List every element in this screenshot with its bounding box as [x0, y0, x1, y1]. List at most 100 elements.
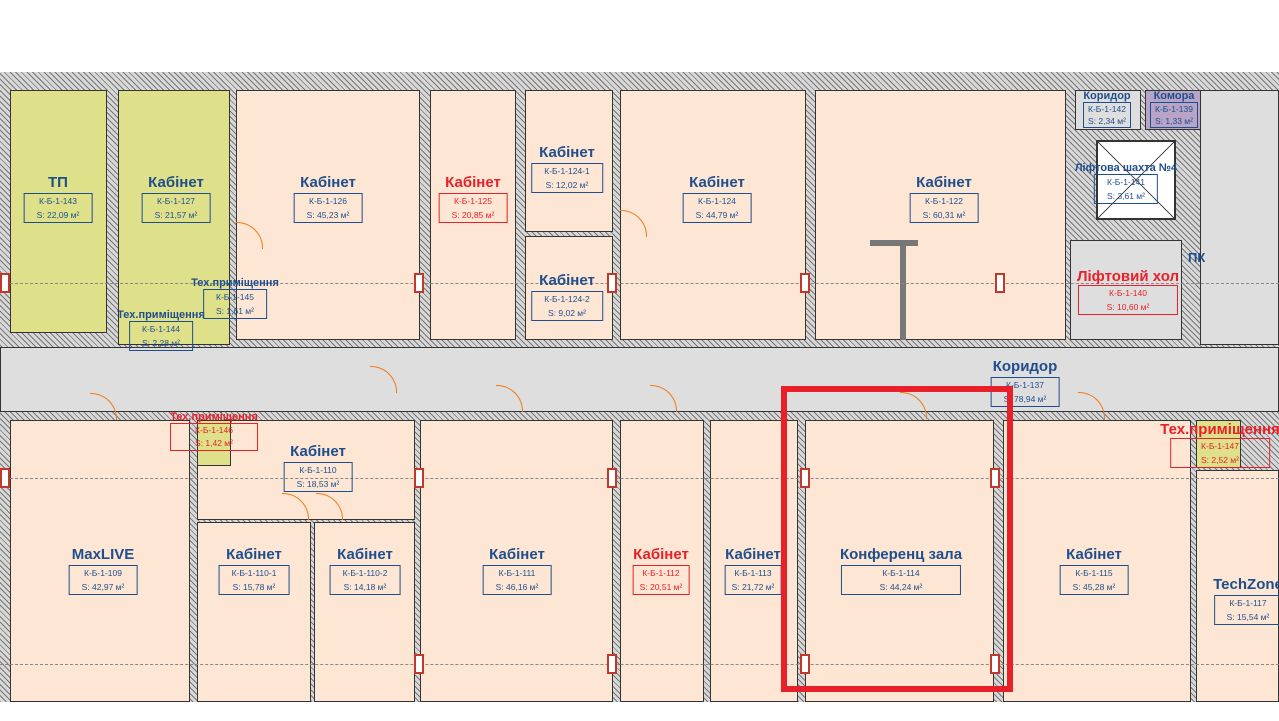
room-name: Кабінет	[539, 272, 595, 289]
room-name: Кабінет	[300, 174, 356, 191]
room-code: К-Б-1-109	[84, 568, 122, 578]
room-117[interactable]	[1196, 470, 1279, 702]
room-area: S: 45,23 м²	[306, 210, 350, 220]
room-146[interactable]	[197, 420, 231, 466]
room-area: S: 1,42 м²	[195, 438, 233, 448]
room-code: К-Б-1-146	[195, 425, 233, 435]
room-code: К-Б-1-124	[698, 196, 736, 206]
column	[414, 468, 424, 488]
room-area: S: 18,53 м²	[296, 479, 340, 489]
room-143[interactable]	[10, 90, 107, 333]
column	[995, 273, 1005, 293]
room-area: S: 22,09 м²	[36, 210, 80, 220]
room-110-2[interactable]	[314, 522, 415, 702]
room-area: S: 2,34 м²	[1088, 116, 1126, 126]
room-area: S: 21,72 м²	[731, 582, 775, 592]
room-name: Кабінет	[725, 546, 781, 563]
room-name: Кабінет	[689, 174, 745, 191]
room-area: S: 20,51 м²	[639, 582, 683, 592]
room-code: К-Б-1-145	[216, 292, 254, 302]
room-code: К-Б-1-114	[882, 568, 920, 578]
room-area: S: 10,60 м²	[1106, 302, 1150, 312]
partition	[900, 246, 906, 340]
room-141-elevator-shaft	[1096, 140, 1176, 220]
room-147[interactable]	[1196, 420, 1241, 468]
room-127[interactable]	[118, 90, 230, 345]
fire-hydrant-label: ПК	[1188, 250, 1206, 265]
column	[607, 273, 617, 293]
room-140[interactable]	[1070, 240, 1182, 340]
room-name: MaxLIVE	[71, 546, 135, 563]
room-code: К-Б-1-117	[1229, 598, 1267, 608]
room-110-1[interactable]	[197, 522, 311, 702]
room-code: К-Б-1-139	[1155, 104, 1193, 114]
column	[990, 654, 1000, 674]
room-name: Кабінет	[148, 174, 204, 191]
room-name: Тех.приміщення	[1160, 421, 1279, 438]
room-area: S: 2,52 м²	[1201, 455, 1239, 465]
room-label-141: Ліфтова шахта №4 К-Б-1-141 S: 3,61 м²	[1075, 162, 1177, 204]
room-name: Ліфтова шахта №4	[1074, 162, 1178, 174]
room-111[interactable]	[420, 420, 613, 702]
room-area: S: 1,33 м²	[1155, 116, 1193, 126]
room-area: S: 44,24 м²	[879, 582, 923, 592]
room-115[interactable]	[1003, 420, 1191, 702]
partition	[870, 240, 918, 246]
room-name: Кабінет	[226, 546, 282, 563]
room-name: TechZone	[1213, 576, 1279, 593]
room-124-1[interactable]	[525, 90, 613, 232]
room-code: К-Б-1-127	[157, 196, 195, 206]
column	[414, 654, 424, 674]
room-114[interactable]	[805, 420, 994, 702]
room-122[interactable]	[815, 90, 1066, 340]
column	[607, 654, 617, 674]
room-112[interactable]	[620, 420, 704, 702]
room-code: К-Б-1-111	[498, 568, 536, 578]
room-125[interactable]	[430, 90, 516, 340]
room-code: К-Б-1-122	[925, 196, 963, 206]
room-code: К-Б-1-124-2	[544, 294, 590, 304]
selected-room-highlight	[781, 386, 1013, 692]
room-name: Тех.приміщення	[117, 309, 205, 321]
room-area: S: 3,61 м²	[1107, 191, 1145, 201]
room-124-2[interactable]	[525, 236, 613, 340]
room-code: К-Б-1-124-1	[544, 166, 590, 176]
room-area: S: 1,61 м²	[216, 306, 254, 316]
room-code: К-Б-1-147	[1201, 441, 1239, 451]
room-name: Комора	[1153, 90, 1195, 102]
room-109[interactable]	[10, 420, 190, 702]
column	[800, 654, 810, 674]
room-name: Кабінет	[489, 546, 545, 563]
room-area: S: 15,78 м²	[232, 582, 276, 592]
room-area: S: 2,28 м²	[142, 338, 180, 348]
room-124[interactable]	[620, 90, 806, 340]
room-area: S: 46,16 м²	[495, 582, 539, 592]
room-name: Кабінет	[445, 174, 501, 191]
room-code: К-Б-1-113	[734, 568, 772, 578]
room-code: К-Б-1-110	[299, 465, 337, 475]
room-area: S: 42,97 м²	[81, 582, 125, 592]
room-name: Коридор	[1083, 90, 1131, 102]
room-name: Тех.приміщення	[170, 411, 258, 423]
room-code: К-Б-1-140	[1109, 288, 1147, 298]
column	[0, 273, 10, 293]
room-code: К-Б-1-144	[142, 324, 180, 334]
room-139[interactable]	[1145, 90, 1201, 130]
room-code: К-Б-1-141	[1107, 177, 1145, 187]
room-name: Кабінет	[633, 546, 689, 563]
room-137-corridor[interactable]	[0, 347, 1279, 412]
